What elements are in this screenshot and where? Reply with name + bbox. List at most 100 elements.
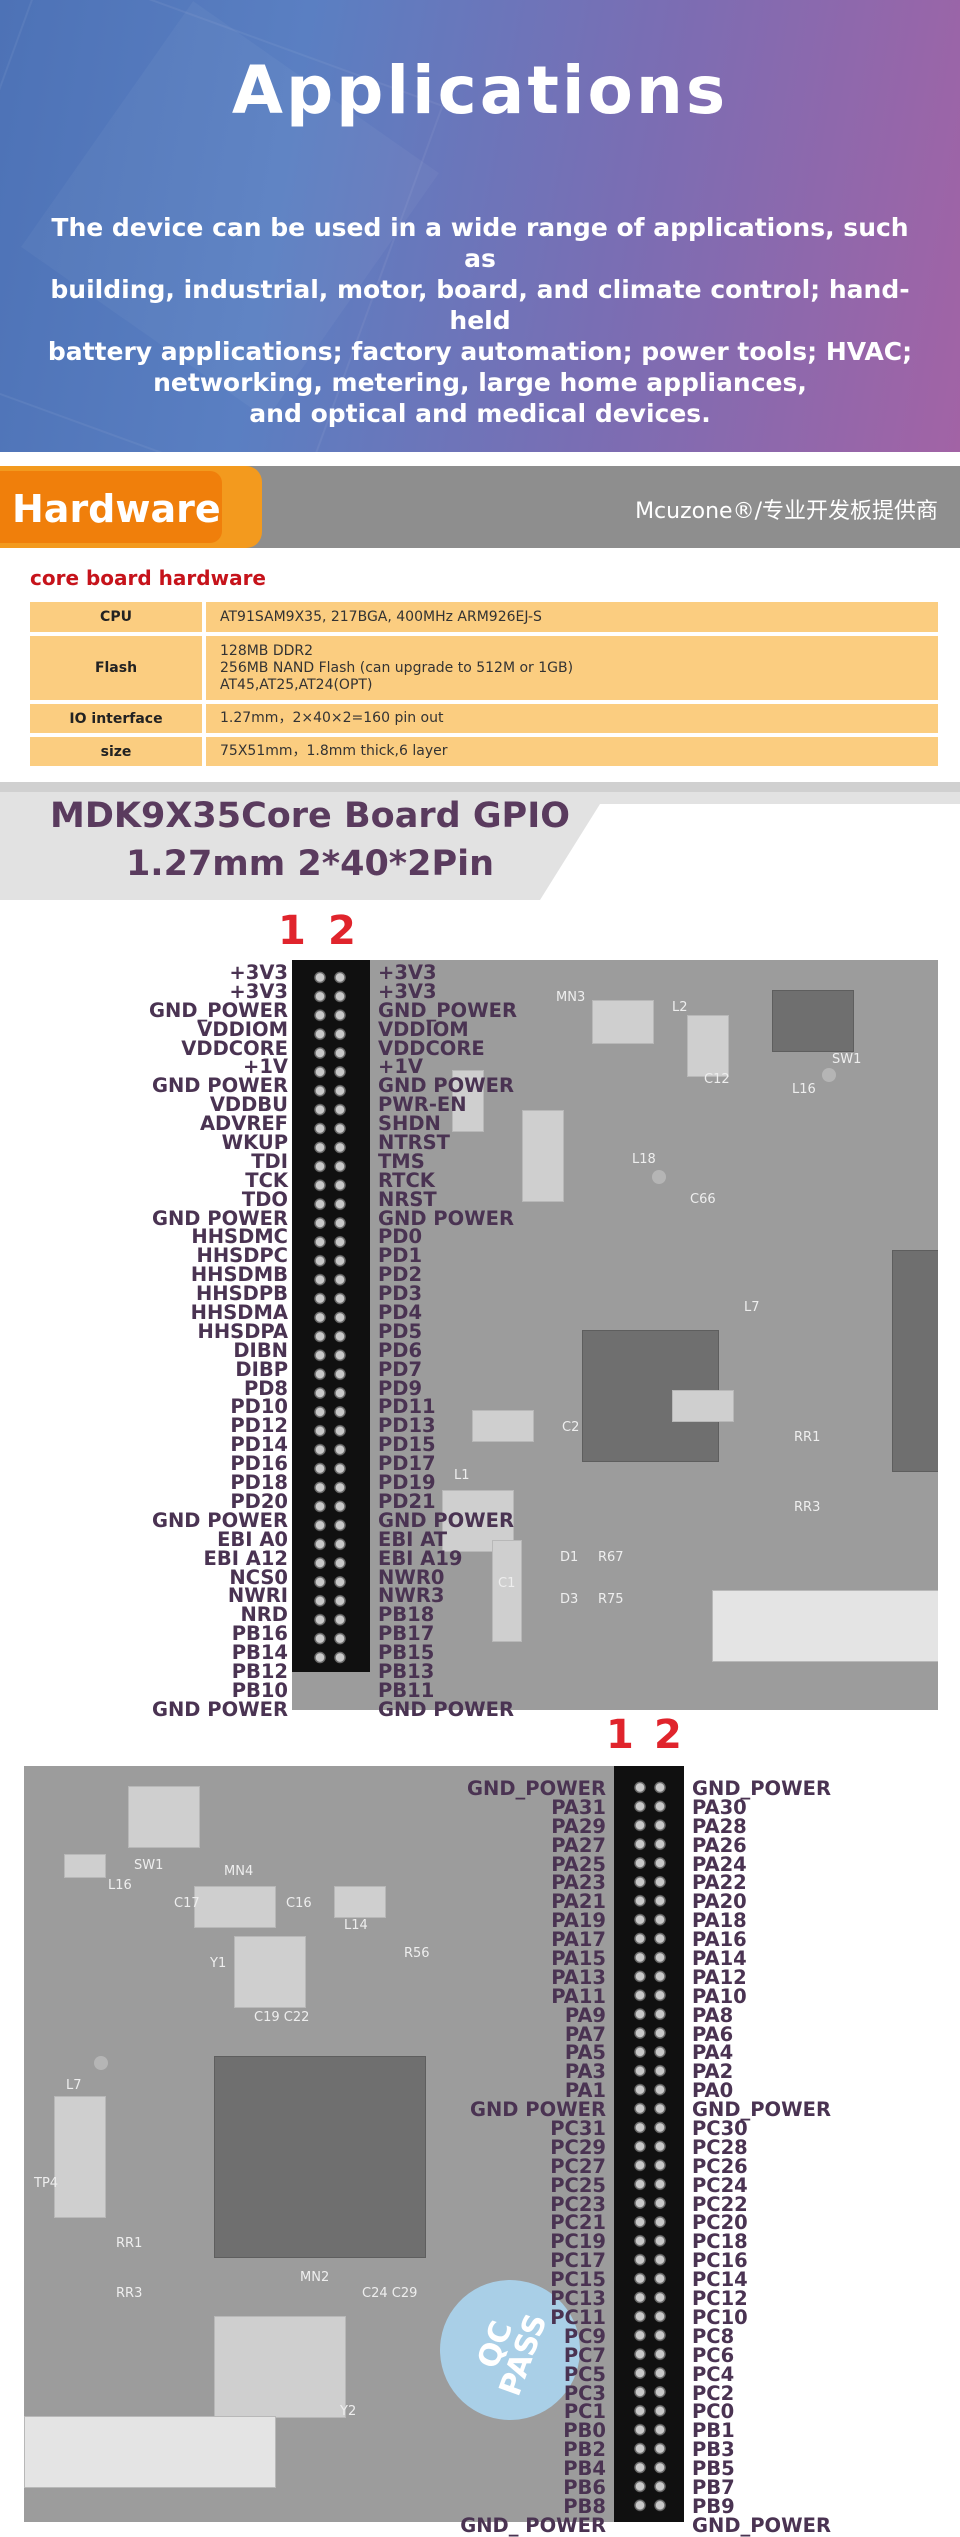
pin-label: PC9 bbox=[563, 2324, 606, 2348]
silk-label: L18 bbox=[632, 1152, 656, 1167]
spec-value: 128MB DDR2 256MB NAND Flash (can upgrade… bbox=[206, 636, 938, 700]
pin-label: PD14 bbox=[230, 1433, 288, 1457]
pin-label: VDDCORE bbox=[181, 1036, 288, 1060]
pin-label: PA31 bbox=[551, 1795, 606, 1819]
silk-label: L16 bbox=[792, 1082, 816, 1097]
pin-label: PB7 bbox=[692, 2475, 735, 2499]
applications-line: The device can be used in a wide range o… bbox=[51, 213, 909, 273]
pin-label: +3V3 bbox=[229, 979, 288, 1003]
silk-label: L14 bbox=[344, 1918, 368, 1933]
pin-label: PA3 bbox=[564, 2060, 606, 2084]
pin-label: PWR-EN bbox=[378, 1093, 467, 1117]
silk-label: R56 bbox=[404, 1946, 430, 1961]
gpio-banner-top-strip bbox=[0, 782, 960, 792]
pin-label: PC19 bbox=[550, 2230, 606, 2254]
pin-label: PA10 bbox=[692, 1984, 747, 2008]
applications-title: Applications bbox=[231, 52, 729, 129]
pin-label: PD7 bbox=[378, 1357, 423, 1381]
pin-label: PB0 bbox=[563, 2419, 606, 2443]
component bbox=[334, 1886, 386, 1918]
pin-label: PA25 bbox=[551, 1852, 606, 1876]
hardware-tab-inner: Hardware bbox=[0, 471, 222, 543]
pin-label: PD12 bbox=[230, 1414, 288, 1438]
pin-number-1: 1 bbox=[606, 1712, 634, 1758]
pin-label: PD10 bbox=[230, 1395, 288, 1419]
pin-label: PD9 bbox=[378, 1376, 423, 1400]
silk-label: C2 bbox=[562, 1420, 580, 1435]
silk-label: SW1 bbox=[832, 1052, 862, 1067]
silk-label: RR1 bbox=[116, 2236, 143, 2251]
hardware-tab: Hardware bbox=[0, 466, 262, 548]
spec-value-line: 256MB NAND Flash (can upgrade to 512M or… bbox=[220, 659, 574, 676]
pin-label: PC27 bbox=[550, 2154, 606, 2178]
pin-label: NCS0 bbox=[229, 1565, 288, 1589]
spec-value: 75X51mm，1.8mm thick,6 layer bbox=[206, 737, 938, 766]
pin-label: PD4 bbox=[378, 1301, 423, 1325]
pin-label: GND POWER bbox=[378, 1074, 515, 1098]
pin-label: NRST bbox=[378, 1187, 437, 1211]
gpio-header-2-pins bbox=[630, 1778, 670, 2518]
silk-label: L1 bbox=[454, 1468, 470, 1483]
pin-label: PC0 bbox=[692, 2400, 735, 2424]
header1-right-labels: +3V3 +3V3 GND_POWER VDDIOM VDDCORE +1V G… bbox=[378, 961, 568, 1720]
mounting-hole bbox=[94, 2056, 108, 2070]
silk-label: MN4 bbox=[224, 1864, 254, 1879]
silk-label: RR3 bbox=[116, 2286, 143, 2301]
pin-label: PD18 bbox=[230, 1471, 288, 1495]
pin-label: PB2 bbox=[563, 2438, 606, 2462]
spec-value-line: 1.27mm，2×40×2=160 pin out bbox=[220, 710, 444, 726]
silk-label: Y1 bbox=[210, 1956, 227, 1971]
pin-label: PC15 bbox=[550, 2268, 606, 2292]
silk-label: C66 bbox=[690, 1192, 716, 1207]
pin-label: PB11 bbox=[378, 1678, 435, 1702]
pin-label: PA24 bbox=[692, 1852, 747, 1876]
pin-label: PD21 bbox=[378, 1489, 436, 1513]
pin-label: PB17 bbox=[378, 1622, 435, 1646]
pin-label: +1V bbox=[378, 1055, 423, 1079]
pin-label: PB8 bbox=[563, 2494, 606, 2518]
gpio-title-line1: MDK9X35Core Board GPIO bbox=[50, 796, 570, 836]
header1-left-labels: +3V3 +3V3 GND_POWER VDDIOM VDDCORE +1V G… bbox=[100, 961, 288, 1720]
pin-label: PC5 bbox=[563, 2362, 606, 2386]
component bbox=[452, 1070, 484, 1132]
applications-line: battery applications; factory automation… bbox=[47, 337, 913, 366]
pin-label: PA11 bbox=[551, 1984, 606, 2008]
pin-label: WKUP bbox=[221, 1131, 288, 1155]
silk-label: C1 bbox=[498, 1576, 516, 1591]
pin-label: GND POWER bbox=[378, 1206, 515, 1230]
silk-label: SW1 bbox=[134, 1858, 164, 1873]
component bbox=[214, 2316, 346, 2418]
pin-label: PD5 bbox=[378, 1319, 423, 1343]
pin-label: PD19 bbox=[378, 1471, 436, 1495]
pin-label: PD3 bbox=[378, 1282, 423, 1306]
spec-value-line: 128MB DDR2 bbox=[220, 642, 314, 659]
spec-label: IO interface bbox=[30, 704, 202, 733]
component bbox=[54, 2096, 106, 2218]
pin-label: EBI A0 bbox=[217, 1527, 288, 1551]
pin-label: GND POWER bbox=[151, 1074, 288, 1098]
pin-label: PA19 bbox=[551, 1909, 606, 1933]
pin-label: +3V3 bbox=[378, 961, 437, 984]
pin-label: PB12 bbox=[231, 1659, 288, 1683]
pin-label: PC3 bbox=[563, 2381, 606, 2405]
pin-label: PA7 bbox=[564, 2022, 606, 2046]
board-image-2: SW1 L16 MN4 C17 C16 L14 Y1 C19 C22 R56 L… bbox=[24, 1766, 684, 2522]
mounting-hole bbox=[652, 1170, 666, 1184]
applications-line: and optical and medical devices. bbox=[249, 399, 711, 428]
component bbox=[672, 1390, 734, 1422]
brand-tagline: Mcuzone®/专业开发板提供商 bbox=[635, 499, 938, 524]
pin-label: PC21 bbox=[550, 2211, 606, 2235]
board-image-1: L2 C12 SW1 L16 MN3 C66 L18 L7 C2 L1 D1 D… bbox=[292, 960, 938, 1710]
pin-label: PC16 bbox=[692, 2249, 748, 2273]
pin-label: PA1 bbox=[564, 2079, 606, 2103]
pin-label: PC24 bbox=[692, 2173, 748, 2197]
silk-label: TP4 bbox=[34, 2176, 59, 2191]
pin-label: PA6 bbox=[692, 2022, 734, 2046]
pin-label: +3V3 bbox=[229, 961, 288, 984]
pin-label: PD17 bbox=[378, 1452, 436, 1476]
applications-banner: Applications The device can be used in a… bbox=[0, 0, 960, 452]
component bbox=[492, 1540, 522, 1642]
pin-number-2: 2 bbox=[654, 1712, 682, 1758]
pin-label: PC6 bbox=[692, 2343, 735, 2367]
pin-label: HHSDPA bbox=[197, 1319, 288, 1343]
